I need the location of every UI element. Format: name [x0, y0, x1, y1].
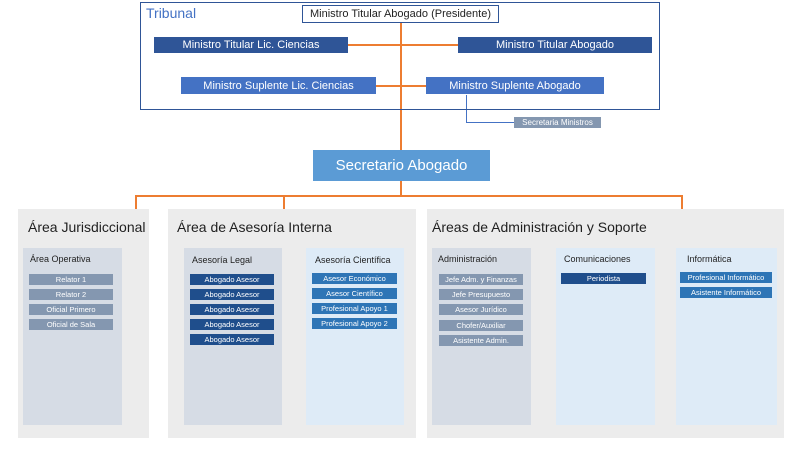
list-item: Jefe Presupuesto	[439, 289, 523, 300]
list-item: Profesional Informático	[680, 272, 772, 283]
list-item: Asistente Informático	[680, 287, 772, 298]
connector-suplente-horizontal	[376, 85, 426, 87]
subarea-administracion-title: Administración	[438, 254, 498, 264]
list-item: Oficial Primero	[29, 304, 113, 315]
list-item: Abogado Asesor	[190, 319, 274, 330]
area-asesoria-title: Área de Asesoría Interna	[177, 219, 332, 235]
subarea-cientifica-title: Asesoría Científica	[315, 255, 391, 265]
subarea-comunicaciones-title: Comunicaciones	[564, 254, 631, 264]
titular-lic-box: Ministro Titular Lic. Ciencias	[154, 37, 348, 53]
connector-secretario-down	[400, 181, 402, 196]
connector-area-left	[135, 195, 137, 209]
subarea-legal-title: Asesoría Legal	[192, 255, 253, 265]
list-item: Periodista	[561, 273, 646, 284]
list-item: Abogado Asesor	[190, 289, 274, 300]
tribunal-title: Tribunal	[146, 5, 197, 21]
connector-titular-horizontal	[348, 44, 458, 46]
list-item: Asesor Científico	[312, 288, 397, 299]
list-item: Asistente Admin.	[439, 335, 523, 346]
list-item: Relator 1	[29, 274, 113, 285]
titular-abog-box: Ministro Titular Abogado	[458, 37, 652, 53]
subarea-informatica-title: Informática	[687, 254, 732, 264]
secretaria-ministros-box: Secretaria Ministros	[514, 117, 601, 128]
area-jurisdiccional-title: Área Jurisdiccional	[28, 219, 146, 235]
tribunal-frame	[140, 2, 660, 110]
list-item: Asesor Jurídico	[439, 304, 523, 315]
area-administracion-title: Áreas de Administración y Soporte	[432, 219, 647, 235]
list-item: Asesor Económico	[312, 273, 397, 284]
list-item: Profesional Apoyo 2	[312, 318, 397, 329]
list-item: Abogado Asesor	[190, 274, 274, 285]
list-item: Profesional Apoyo 1	[312, 303, 397, 314]
suplente-lic-box: Ministro Suplente Lic. Ciencias	[181, 77, 376, 94]
connector-area-right	[681, 195, 683, 209]
list-item: Oficial de Sala	[29, 319, 113, 330]
connector-secretaria-horizontal	[466, 122, 514, 123]
list-item: Jefe Adm. y Finanzas	[439, 274, 523, 285]
connector-areas-horizontal	[135, 195, 683, 197]
president-box: Ministro Titular Abogado (Presidente)	[302, 5, 499, 23]
connector-area-mid	[283, 195, 285, 209]
suplente-abog-box: Ministro Suplente Abogado	[426, 77, 604, 94]
subarea-operativa-title: Área Operativa	[30, 254, 91, 264]
list-item: Relator 2	[29, 289, 113, 300]
secretario-abogado-box: Secretario Abogado	[313, 150, 490, 181]
list-item: Abogado Asesor	[190, 334, 274, 345]
list-item: Abogado Asesor	[190, 304, 274, 315]
list-item: Chofer/Auxiliar	[439, 320, 523, 331]
